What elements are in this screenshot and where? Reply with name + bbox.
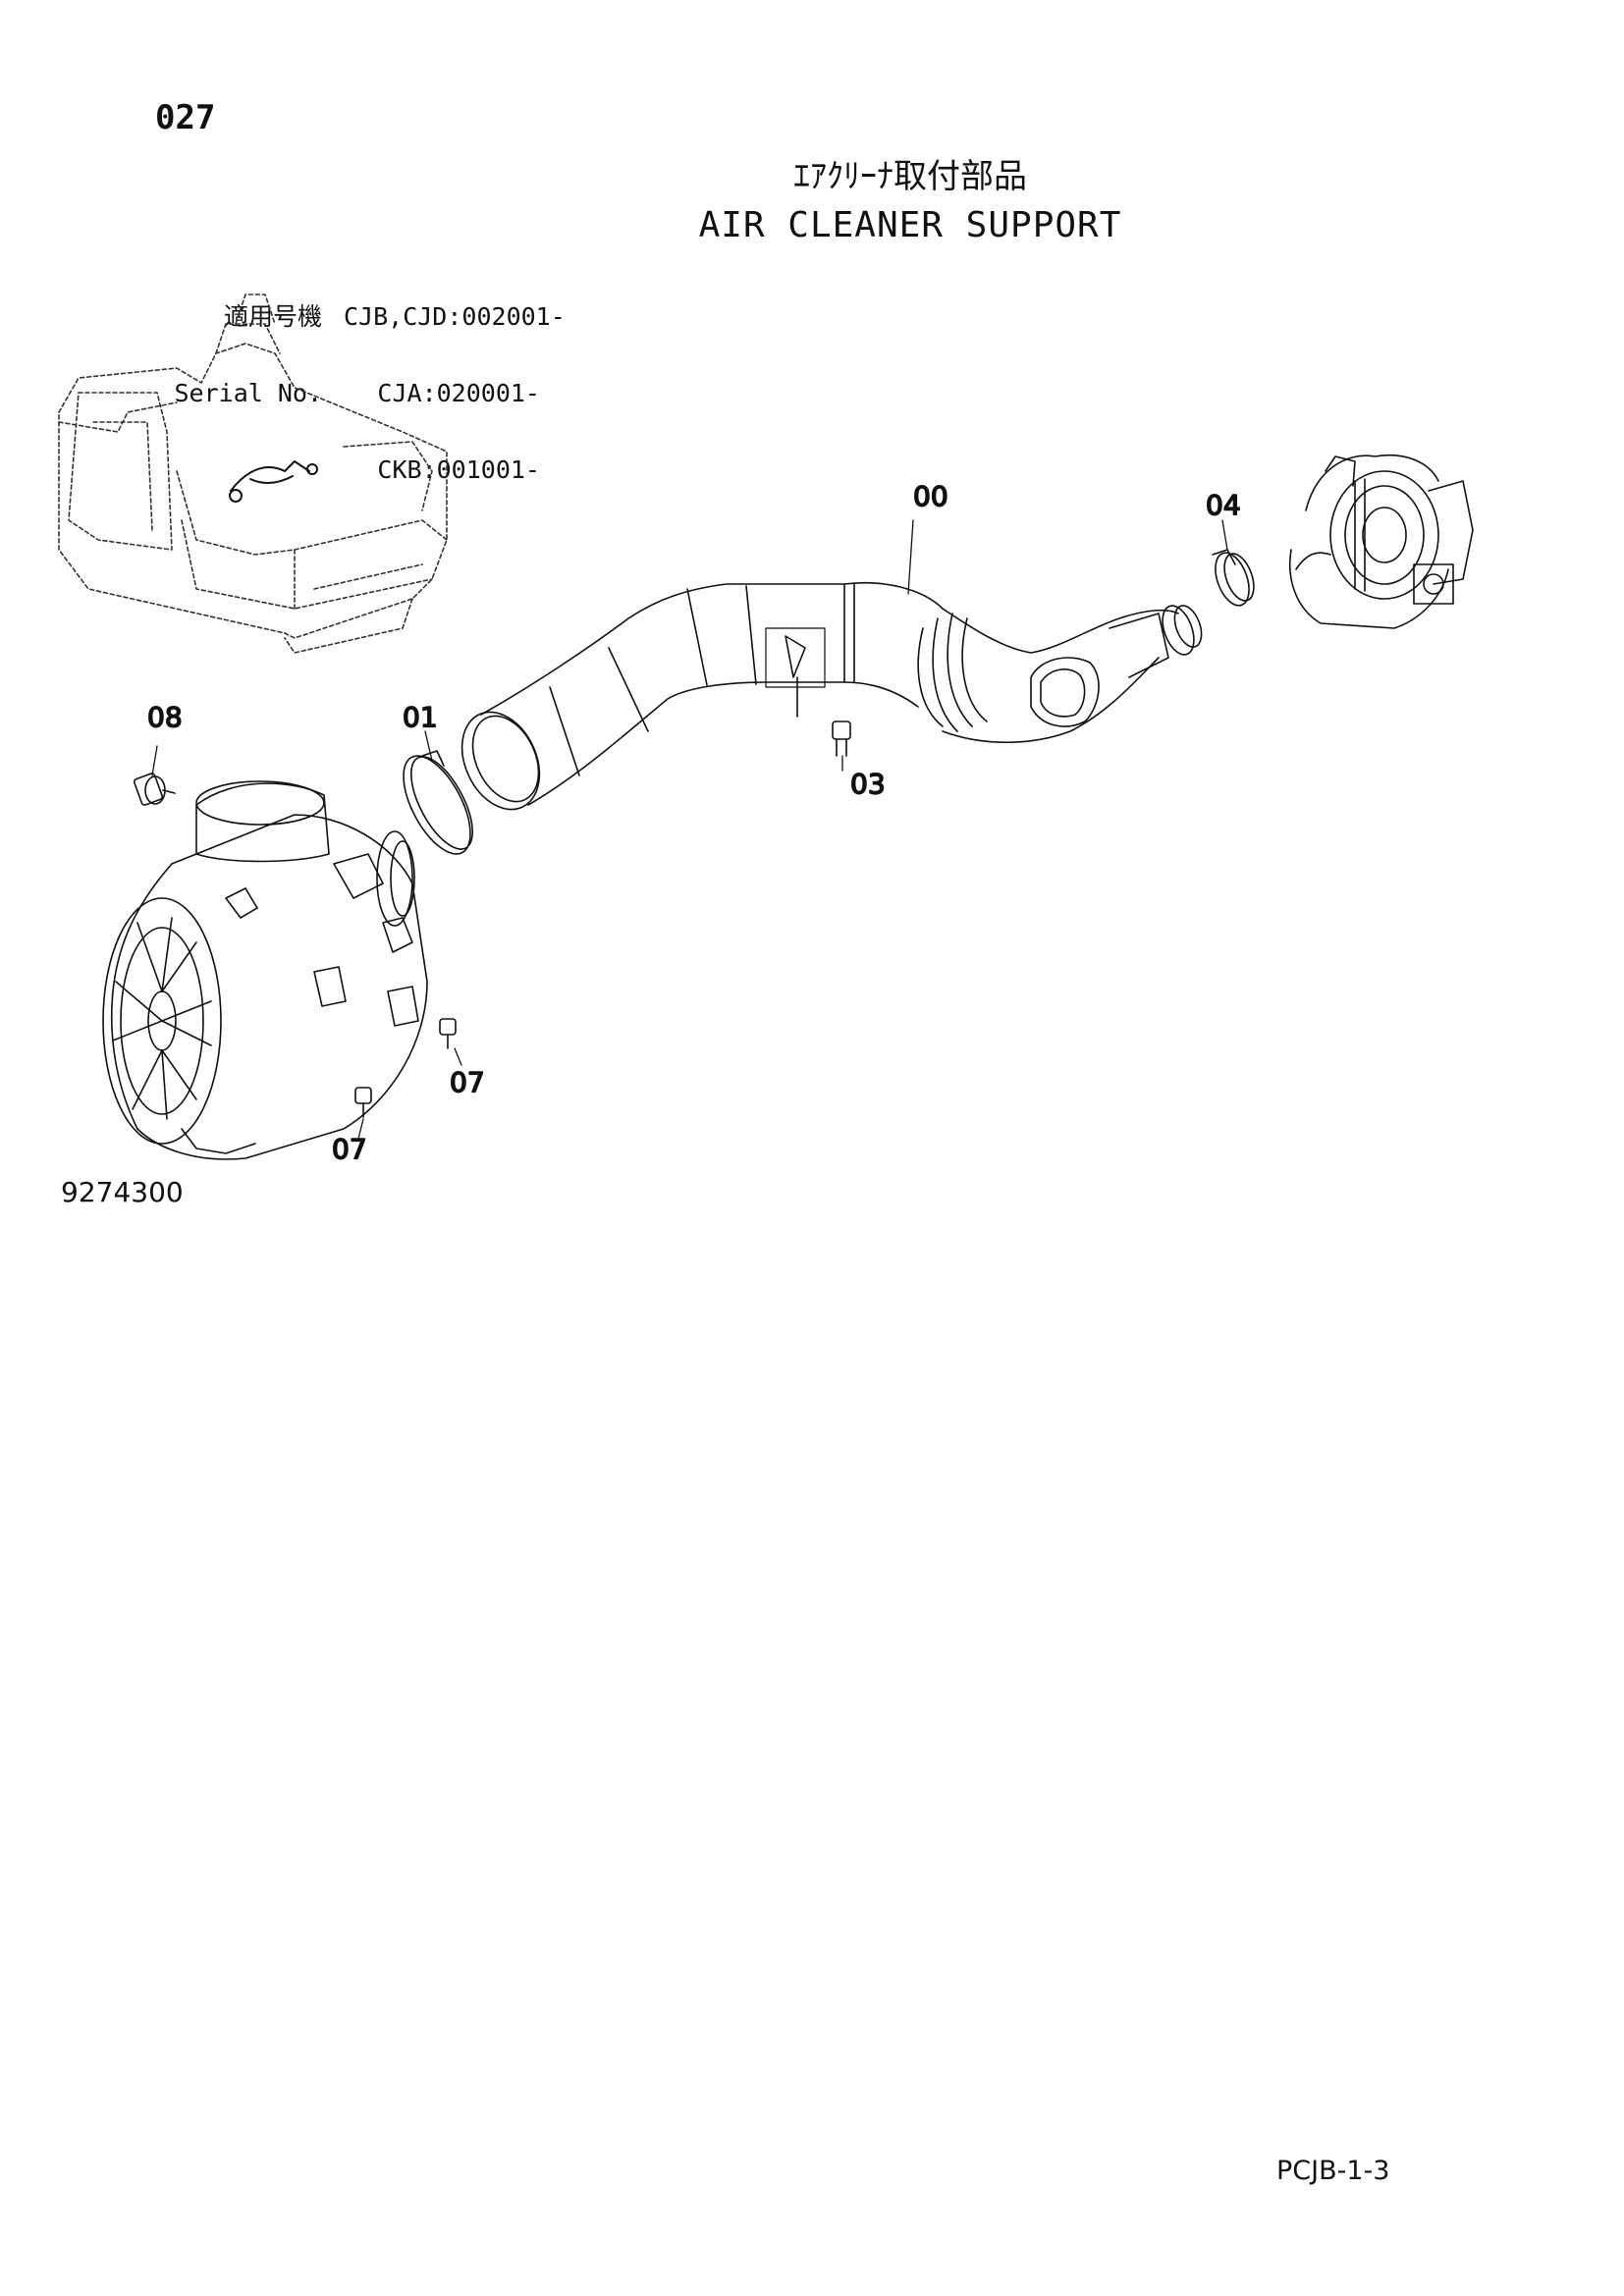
- highlighted-component-in-thumbnail: [230, 461, 317, 502]
- callout-00: 00: [913, 480, 948, 512]
- intake-duct-00: [447, 583, 1206, 823]
- callout-03: 03: [850, 768, 886, 800]
- air-cleaner-assembly: [103, 781, 427, 1159]
- hose-clamp-01: [390, 746, 485, 865]
- serial-row: 適用号機 CJB,CJD:002001-: [145, 302, 566, 331]
- hose-clamp-04: [1209, 549, 1259, 611]
- callout-07-upper: 07: [450, 1066, 485, 1098]
- restriction-sensor-08: [134, 773, 175, 806]
- callout-07-lower: 07: [332, 1133, 367, 1165]
- title-block: ｴｱｸﾘｰﾅ取付部品 AIR CLEANER SUPPORT: [0, 149, 1624, 245]
- turbocharger: [1290, 455, 1473, 628]
- machine-location-thumbnail: [59, 294, 447, 653]
- serial-value: CJB,CJD:002001-: [344, 302, 566, 331]
- leader-lines: [152, 520, 1227, 1139]
- serial-row: CKB:001001-: [145, 457, 540, 483]
- page-number: 027: [155, 98, 216, 137]
- title-japanese: ｴｱｸﾘｰﾅ取付部品: [793, 157, 1027, 196]
- air-cleaner-ribs: [113, 918, 211, 1119]
- bolt-03: [833, 721, 850, 756]
- title-english: AIR CLEANER SUPPORT: [698, 205, 1122, 245]
- serial-label: Serial No.: [174, 379, 322, 407]
- serial-value: CJA:020001-: [377, 379, 540, 407]
- sheet-reference: PCJB-1-3: [1276, 2156, 1390, 2186]
- serial-row: Serial No. CJA:020001-: [145, 381, 540, 406]
- callout-01: 01: [403, 701, 438, 733]
- serial-applicability: 適用号機 CJB,CJD:002001- Serial No. CJA:0200…: [145, 253, 566, 508]
- drawing-number: 9274300: [61, 1176, 184, 1208]
- callout-04: 04: [1206, 489, 1241, 521]
- bolt-07-lower: [355, 1088, 371, 1117]
- serial-value: CKB:001001-: [377, 455, 540, 484]
- bolt-07-upper: [440, 1019, 456, 1048]
- callout-08: 08: [147, 701, 183, 733]
- parts-diagram: 00 04 01 03 08 07 07: [0, 0, 1624, 1166]
